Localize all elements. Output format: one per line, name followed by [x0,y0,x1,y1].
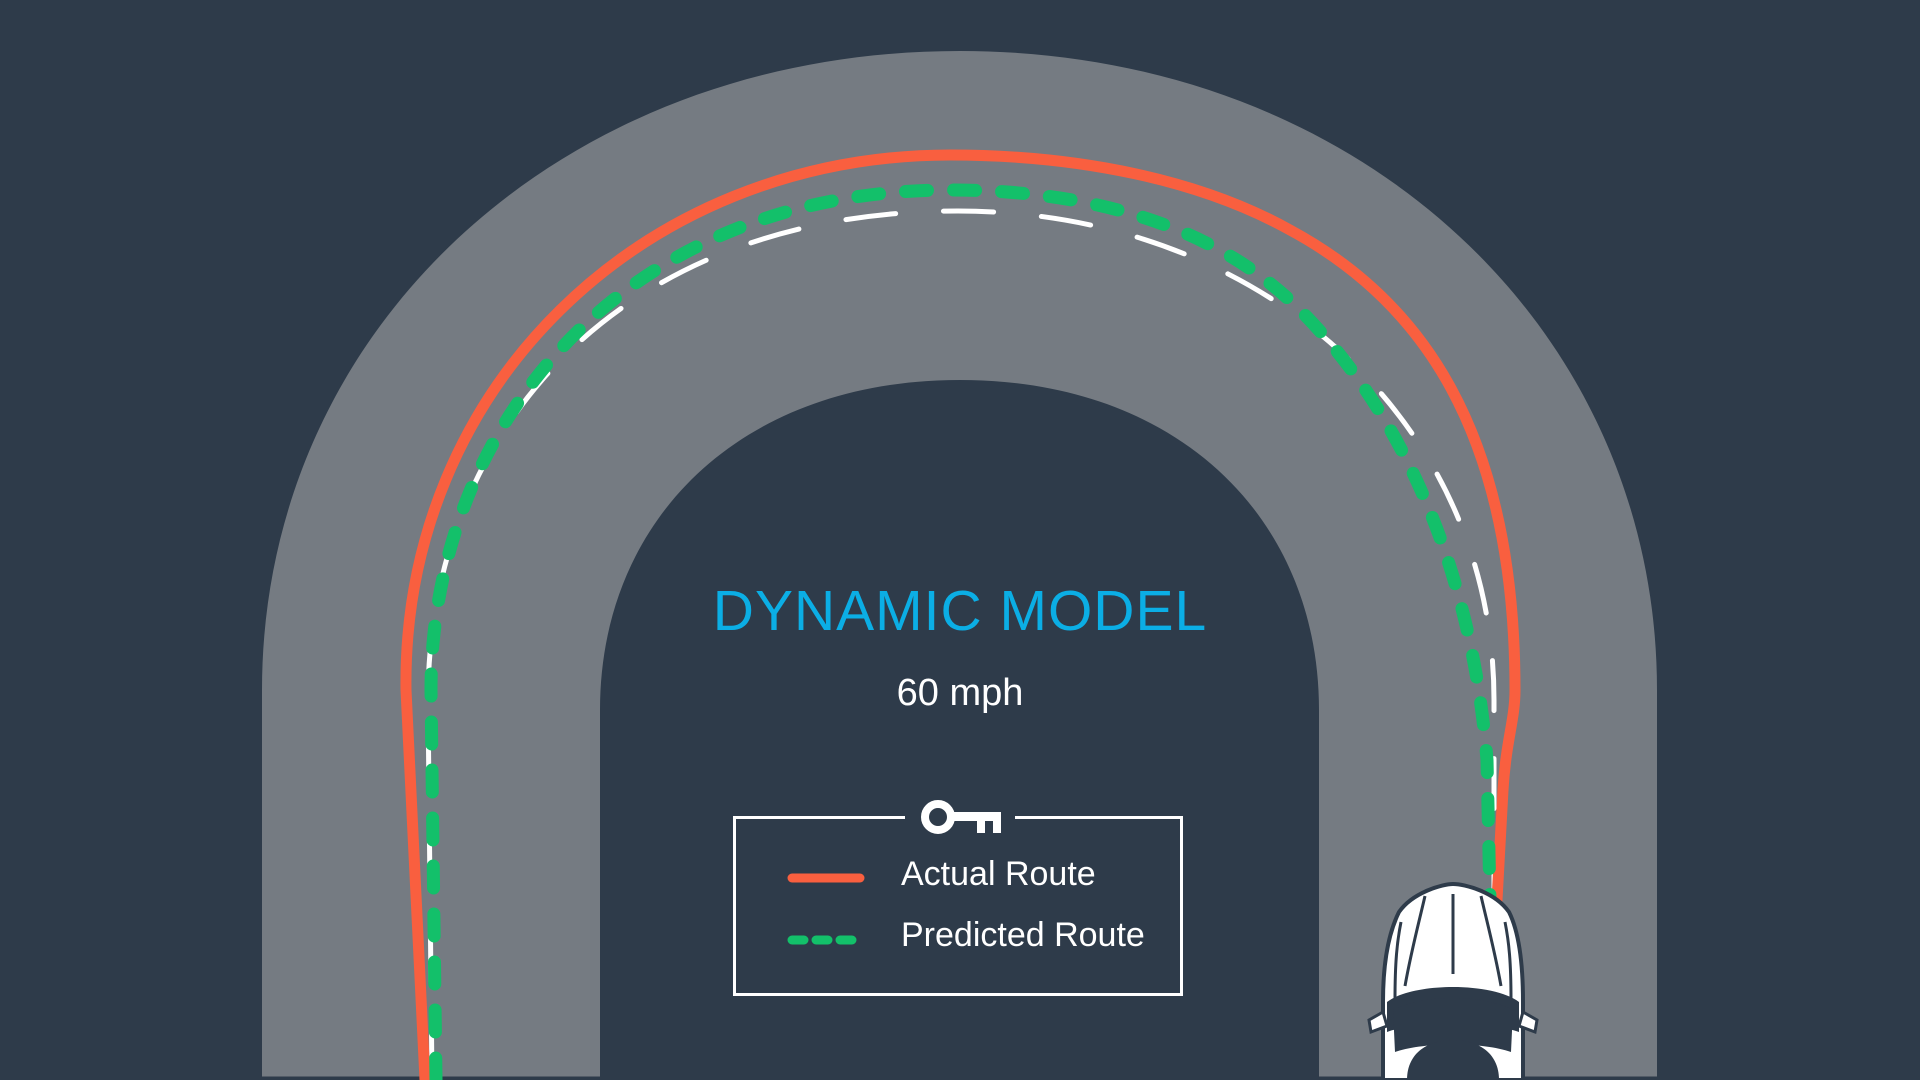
lane-center-line [425,208,1497,1080]
speed-label: 60 mph [896,672,1024,714]
legend-predicted-route-swatch [787,935,865,945]
legend-key-holder [905,793,1015,841]
legend-predicted-route-label: Predicted Route [901,916,1145,954]
predicted-route-line [424,183,1497,1080]
legend-actual-route-swatch [787,873,865,883]
legend-actual-route-label: Actual Route [901,855,1096,893]
diagram-title: DYNAMIC MODEL [712,579,1208,643]
car-top-view-icon [1367,881,1539,1080]
key-icon [921,800,1001,834]
legend-box [733,816,1183,996]
actual-route-line [400,149,1521,1080]
